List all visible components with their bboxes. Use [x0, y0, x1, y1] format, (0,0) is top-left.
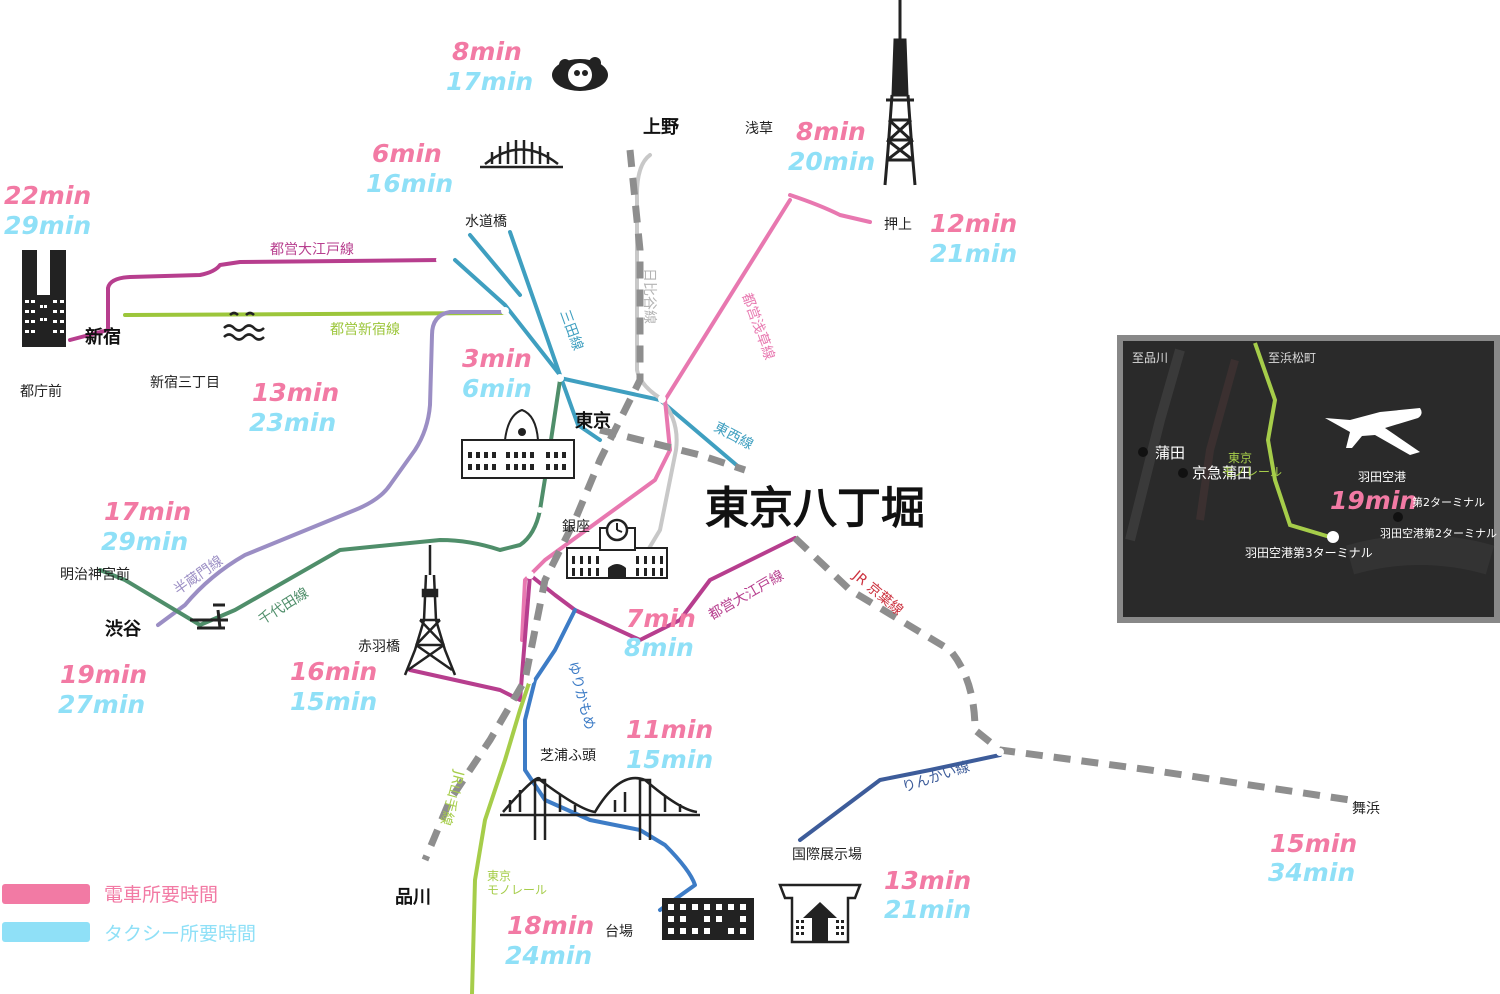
time-akabanebashi-train: 16min	[290, 657, 377, 686]
station-shinagawa: 品川	[395, 887, 431, 908]
time-shinjuku-taxi: 29min	[4, 211, 91, 240]
time-oshiage-train: 12min	[930, 209, 1017, 238]
inset-kamata: 蒲田	[1155, 444, 1185, 462]
daiba-building-icon	[662, 898, 754, 940]
label-mita: 三田線	[556, 308, 585, 353]
rainbow-bridge-icon	[500, 776, 700, 840]
time-kokusai-train: 13min	[884, 866, 971, 895]
time-meiji-jingumae-train: 17min	[104, 497, 191, 526]
tokyo-tower-icon	[403, 545, 457, 676]
station-shibaura-futo: 芝浦ふ頭	[540, 748, 596, 764]
torii-icon	[190, 603, 228, 630]
tokyo-station-icon	[461, 408, 575, 479]
time-shinjuku-sanchome-taxi: 23min	[249, 408, 336, 437]
time-suidobashi-train: 6min	[372, 139, 442, 168]
time-suidobashi-taxi: 16min	[366, 169, 453, 198]
station-asakusa: 浅草	[745, 121, 773, 137]
time-asakusa-train: 8min	[796, 117, 866, 146]
haneda-inset	[1117, 335, 1500, 623]
label-yurikamome: ゆりかもめ	[564, 660, 598, 732]
time-akabanebashi-taxi: 15min	[290, 687, 377, 716]
waves-icon	[223, 311, 265, 341]
station-tokyo: 東京	[575, 410, 611, 432]
station-shinjuku-sanchome: 新宿三丁目	[150, 374, 220, 391]
station-akabanebashi: 赤羽橋	[358, 639, 400, 655]
legend-taxi-swatch	[2, 922, 90, 942]
label-keiyo: JR 京葉線	[849, 567, 906, 619]
oedo-line-bottom	[408, 536, 797, 702]
time-tokyo-taxi: 6min	[462, 374, 532, 403]
time-shibaura-train: 11min	[626, 715, 713, 744]
label-asakusa-line: 都営浅草線	[738, 291, 777, 362]
time-daiba-train: 18min	[507, 911, 594, 940]
inset-to-hamamatsucho: 至浜松町	[1268, 351, 1316, 365]
inset-haneda-airport: 羽田空港	[1358, 470, 1406, 484]
asakusa-line	[663, 198, 792, 402]
label-shinjuku-line: 都営新宿線	[330, 321, 400, 338]
destination-title: 東京八丁堀	[705, 483, 925, 534]
time-maihama-taxi: 34min	[1268, 858, 1355, 887]
time-ginza-oedo-taxi: 8min	[624, 633, 694, 662]
label-oedo-top: 都営大江戸線	[270, 242, 354, 258]
station-suidobashi: 水道橋	[465, 214, 507, 230]
station-ueno: 上野	[643, 117, 679, 138]
rinkai-line	[798, 753, 1002, 842]
station-ginza: 銀座	[562, 519, 590, 535]
monorail-line	[470, 678, 532, 994]
time-kokusai-taxi: 21min	[884, 895, 971, 924]
inset-terminal2: 第2ターミナル	[1412, 495, 1485, 509]
label-yamanote: JR山手線	[437, 768, 467, 827]
jr-keiyo-line	[599, 426, 747, 474]
arch-bridge-icon	[480, 140, 563, 169]
time-shibuya-taxi: 27min	[58, 690, 145, 719]
legend-taxi-label: タクシー所要時間	[104, 923, 256, 945]
time-shinjuku-sanchome-train: 13min	[252, 378, 339, 407]
time-maihama-train: 15min	[1270, 829, 1357, 858]
time-shinjuku-train: 22min	[4, 181, 91, 210]
tocho-building-icon	[22, 250, 66, 347]
label-rinkai: りんかい線	[900, 759, 972, 796]
yurikamome-line	[523, 608, 697, 912]
hibiya-line	[634, 153, 679, 557]
inset-keikyu-kamata: 京急蒲田	[1192, 464, 1252, 482]
legend-train-label: 電車所要時間	[104, 884, 218, 906]
legend-train-swatch	[2, 884, 90, 904]
station-shinjuku: 新宿	[85, 326, 121, 348]
label-hibiya: 日比谷線	[641, 268, 657, 324]
inset-terminal2-full: 羽田空港第2ターミナル	[1380, 526, 1497, 540]
inset-time-train: 19min	[1330, 486, 1417, 515]
airplane-icon	[1325, 408, 1422, 455]
time-daiba-taxi: 24min	[505, 941, 592, 970]
time-ginza-oedo-train: 7min	[626, 604, 696, 633]
station-shibuya: 渋谷	[105, 618, 142, 640]
big-sight-icon	[778, 883, 862, 944]
time-shibuya-train: 19min	[60, 660, 147, 689]
station-tochomae: 都庁前	[20, 383, 62, 400]
ginza-clock-tower-icon	[566, 518, 668, 579]
skytree-icon	[883, 0, 917, 186]
hanzomon-line	[156, 310, 507, 627]
oedo-line-top	[68, 258, 442, 342]
station-oshiage: 押上	[884, 217, 912, 233]
time-ueno-zoo-taxi: 17min	[446, 67, 533, 96]
station-maihama: 舞浜	[1352, 801, 1380, 817]
chiyoda-line	[98, 378, 562, 627]
station-meiji-jingumae: 明治神宮前	[60, 566, 130, 583]
inset-to-shinagawa: 至品川	[1132, 351, 1168, 365]
yamanote-line	[421, 149, 644, 862]
inset-monorail-line	[1253, 342, 1331, 539]
panda-icon	[552, 57, 608, 91]
label-monorail: 東京モノレール	[487, 869, 547, 897]
station-kokusai-tenjijo: 国際展示場	[792, 847, 862, 863]
station-daiba: 台場	[605, 924, 633, 940]
time-tokyo-train: 3min	[462, 344, 532, 373]
inset-terminal3: 羽田空港第3ターミナル	[1245, 546, 1373, 560]
time-asakusa-taxi: 20min	[788, 147, 875, 176]
time-oshiage-taxi: 21min	[930, 239, 1017, 268]
time-ueno-zoo-train: 8min	[452, 37, 522, 66]
time-shibaura-taxi: 15min	[626, 745, 713, 774]
time-meiji-jingumae-taxi: 29min	[101, 527, 188, 556]
